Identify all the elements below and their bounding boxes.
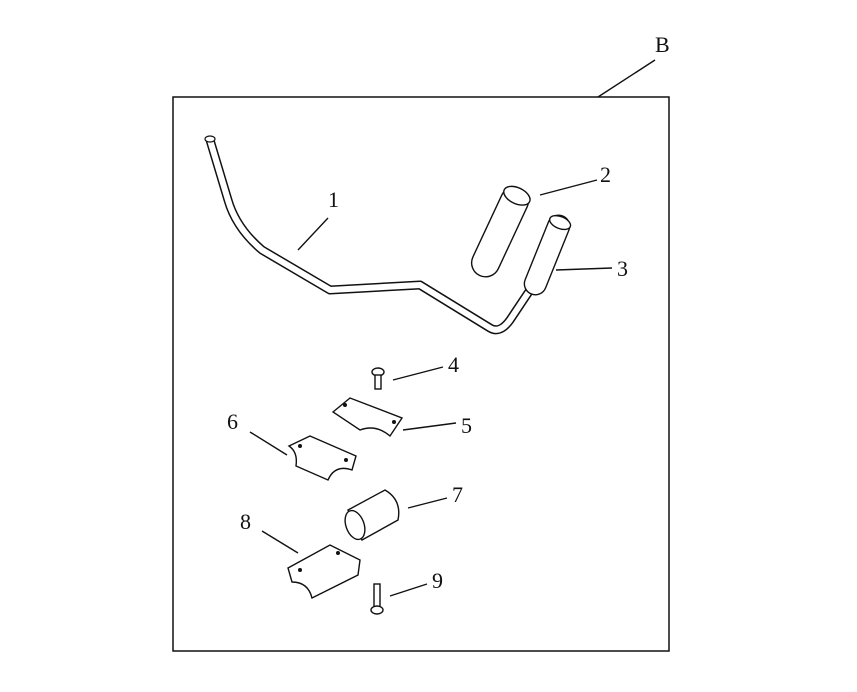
leader-7 — [407, 497, 448, 509]
leader-8 — [261, 530, 299, 554]
leader-4 — [392, 366, 444, 381]
callout-2: 2 — [600, 162, 611, 187]
handlebar-part-1 — [204, 135, 534, 335]
grip-part-3 — [523, 214, 572, 296]
clamp-part-6 — [287, 435, 357, 481]
callout-1: 1 — [328, 187, 339, 212]
assembly-frame — [172, 96, 670, 652]
leader-6 — [249, 431, 288, 456]
screw-part-4 — [371, 367, 385, 390]
clamp-top-part-5 — [331, 397, 404, 438]
leader-5 — [402, 422, 457, 431]
callout-5: 5 — [461, 413, 472, 438]
callout-3: 3 — [617, 256, 628, 281]
callout-9: 9 — [432, 568, 443, 593]
sleeve-part-7 — [344, 489, 400, 541]
label-assembly-b: B — [655, 32, 670, 57]
callout-6: 6 — [227, 409, 238, 434]
clamp-part-8 — [287, 544, 361, 600]
leader-2 — [539, 179, 598, 196]
callout-8: 8 — [240, 509, 251, 534]
callout-4: 4 — [448, 352, 459, 377]
grip-part-2 — [470, 185, 531, 278]
leader-9 — [389, 583, 428, 597]
callout-7: 7 — [452, 482, 463, 507]
leader-3 — [555, 267, 613, 271]
screw-part-9 — [370, 583, 384, 615]
leader-b — [597, 59, 656, 98]
leader-1 — [297, 217, 329, 251]
